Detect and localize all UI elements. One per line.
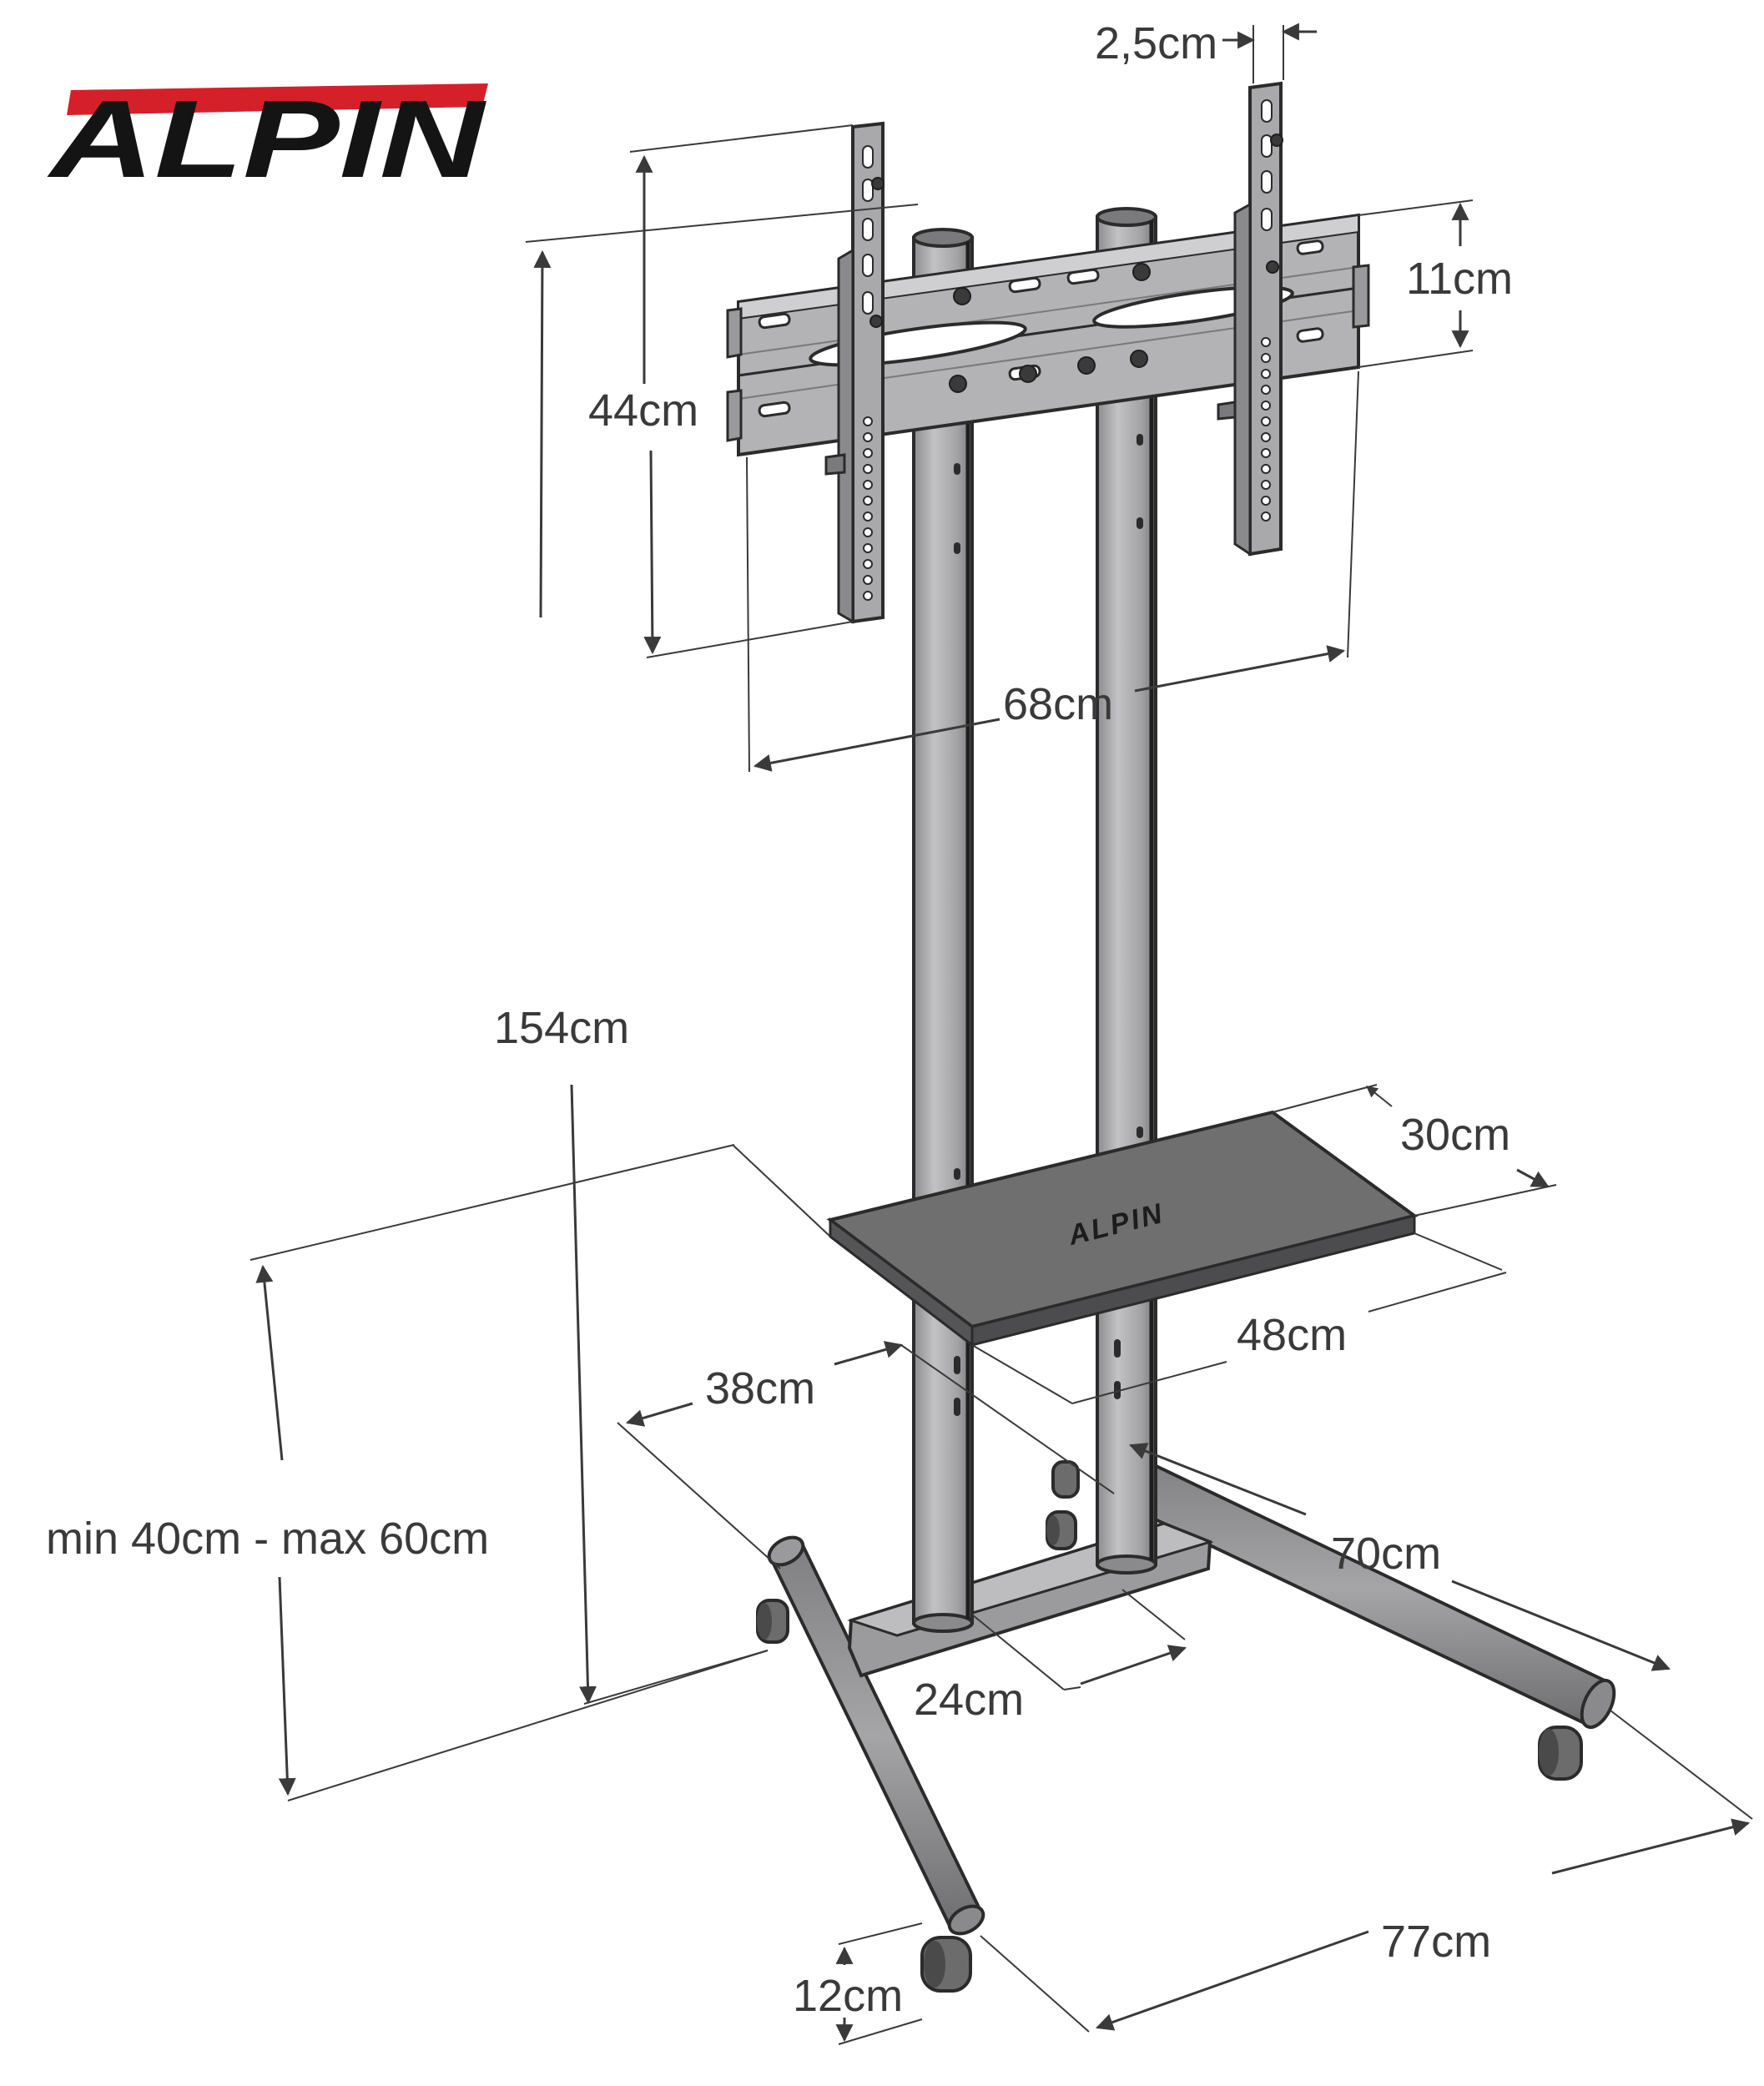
dimension-labels: 2,5cm 11cm 44cm 68cm 154cm 30cm 48cm 38c… [46, 18, 1513, 2021]
label-mount-height: 44cm [588, 385, 698, 436]
right-leg [1107, 1449, 1609, 1728]
label-total-height: 154cm [494, 1003, 629, 1053]
label-base-width: 77cm [1381, 1917, 1491, 1967]
vertical-brackets [824, 81, 1283, 624]
caster-back-left [1051, 1460, 1080, 1499]
label-mount-width: 68cm [1003, 679, 1113, 729]
mount-rail [726, 213, 1370, 457]
label-shelf-height-range: min 40cm - max 60cm [46, 1514, 489, 1564]
logo-wordmark: ALPIN [47, 78, 486, 200]
caster-front-right [1538, 1726, 1583, 1781]
right-pole [1096, 215, 1157, 1566]
shelf: ALPIN [826, 1110, 1419, 1348]
left-pole [912, 236, 974, 1625]
label-shelf-depth: 30cm [1400, 1110, 1510, 1160]
stand-poles [912, 207, 1157, 1633]
label-bracket-thickness: 2,5cm [1095, 18, 1217, 68]
caster-front-left [756, 1599, 789, 1644]
label-caster-height: 12cm [793, 1971, 903, 2021]
label-shelf-width: 48cm [1237, 1310, 1347, 1360]
stand-base [756, 1449, 1616, 1993]
dimension-lines [249, 23, 1753, 2045]
caster-rear-tip [920, 1936, 972, 1993]
label-column-spacing: 24cm [914, 1675, 1024, 1725]
label-shelf-offset: 38cm [705, 1363, 815, 1413]
label-leg-length: 70cm [1331, 1529, 1441, 1579]
caster-back-mid [1046, 1510, 1077, 1550]
alpin-logo: ALPIN [47, 78, 488, 200]
label-rail-height: 11cm [1406, 254, 1513, 304]
